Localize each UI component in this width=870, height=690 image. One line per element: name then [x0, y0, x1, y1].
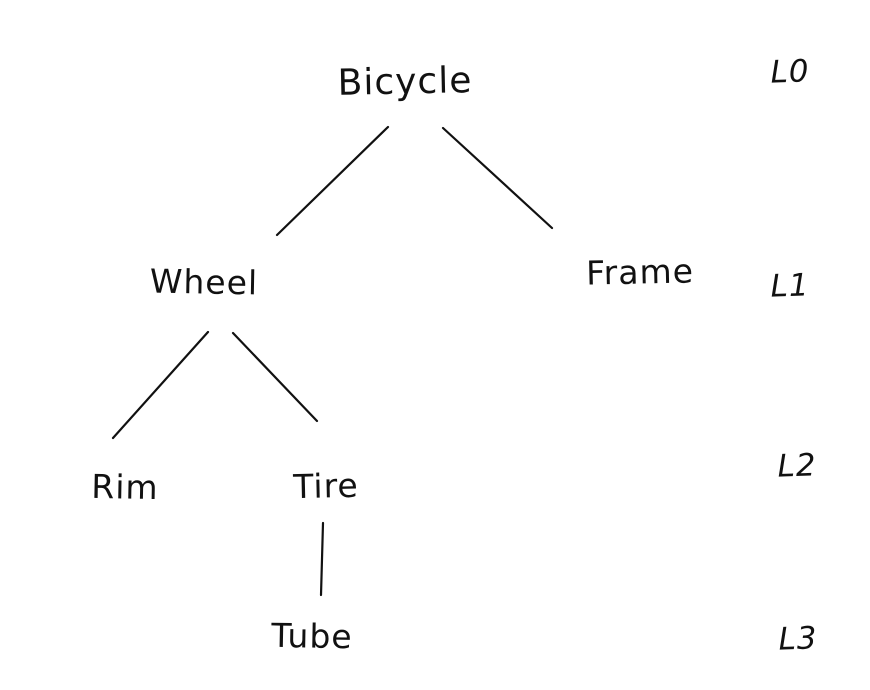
node-frame: Frame	[585, 251, 695, 293]
level-label-l0: L0	[769, 53, 811, 91]
node-tube: Tube	[271, 615, 353, 657]
edge-wheel-rim	[111, 330, 210, 440]
level-label-l2: L2	[776, 447, 818, 485]
edge-wheel-tire	[231, 331, 319, 423]
node-tire: Tire	[292, 465, 360, 507]
node-wheel: Wheel	[149, 261, 259, 303]
edge-bicycle-wheel	[275, 125, 390, 237]
edge-bicycle-frame	[441, 126, 554, 230]
node-rim: Rim	[91, 466, 159, 508]
level-label-l3: L3	[777, 620, 819, 658]
node-bicycle: Bicycle	[337, 60, 473, 104]
edge-tire-tube	[319, 521, 325, 597]
level-label-l1: L1	[769, 267, 811, 305]
